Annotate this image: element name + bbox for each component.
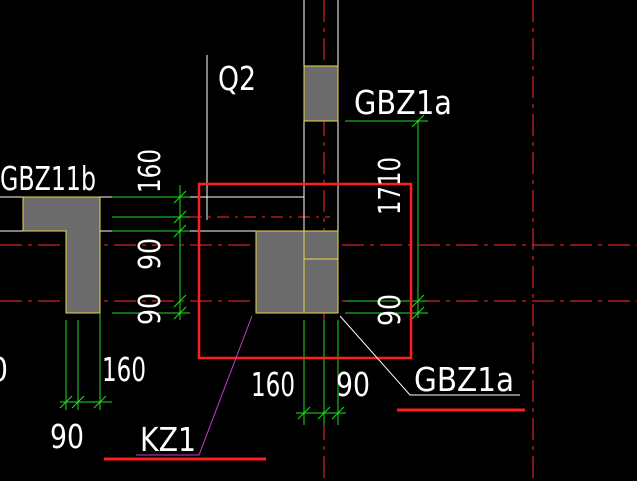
column-kz1-gbz1a: [255, 230, 339, 314]
dim-text-160-vertical: 160: [133, 149, 168, 193]
label-kz1: KZ1: [140, 420, 196, 459]
columns: [22, 65, 339, 314]
dim-text-90-vertical-upper: 90: [133, 238, 168, 270]
dim-tick-r3: [411, 306, 425, 320]
label-gbz1a-top: GBZ1a: [354, 83, 452, 122]
dim-tick-bc3: [331, 406, 345, 420]
dim-tick-4: [173, 294, 187, 308]
dim-tick-bl1: [59, 395, 73, 409]
leader-gbz1a-bottom: [339, 315, 520, 396]
dim-text-90-vertical-right: 90: [373, 294, 408, 326]
dimension-texts: 160 90 90 1710 90 160 0 90 160 90: [0, 149, 408, 456]
dim-text-90-bottom-left: 90: [50, 417, 84, 456]
dim-text-0-partial: 0: [0, 350, 8, 389]
dim-tick-bl2: [71, 395, 85, 409]
dim-text-160-left: 160: [102, 350, 146, 389]
dim-tick-bc1: [297, 406, 311, 420]
dimension-lines: [59, 114, 428, 425]
dim-tick-3: [173, 224, 187, 238]
label-gbz11b: GBZ11b: [0, 159, 96, 198]
highlight-box: [197, 182, 413, 360]
dim-tick-r2: [411, 294, 425, 308]
dim-text-1710-vertical: 1710: [373, 157, 408, 215]
column-gbz1a-top: [303, 65, 339, 122]
dim-tick-5: [173, 306, 187, 320]
dim-tick-1: [173, 190, 187, 204]
dim-text-160-bottom-center: 160: [251, 365, 295, 404]
label-wall-q2: Q2: [218, 59, 256, 98]
leader-kz1: [136, 315, 253, 456]
dim-tick-bc2: [317, 406, 331, 420]
labels: Q2 GBZ1a GBZ11b GBZ1a KZ1: [0, 59, 514, 459]
dim-text-90-bottom-center: 90: [336, 365, 370, 404]
leaders: [104, 315, 525, 461]
dim-tick-2: [173, 210, 187, 224]
column-gbz11b: [22, 196, 101, 314]
dim-tick-r1: [411, 114, 425, 128]
dim-text-90-vertical-lower: 90: [133, 293, 168, 325]
label-gbz1a-bottom: GBZ1a: [414, 360, 514, 399]
